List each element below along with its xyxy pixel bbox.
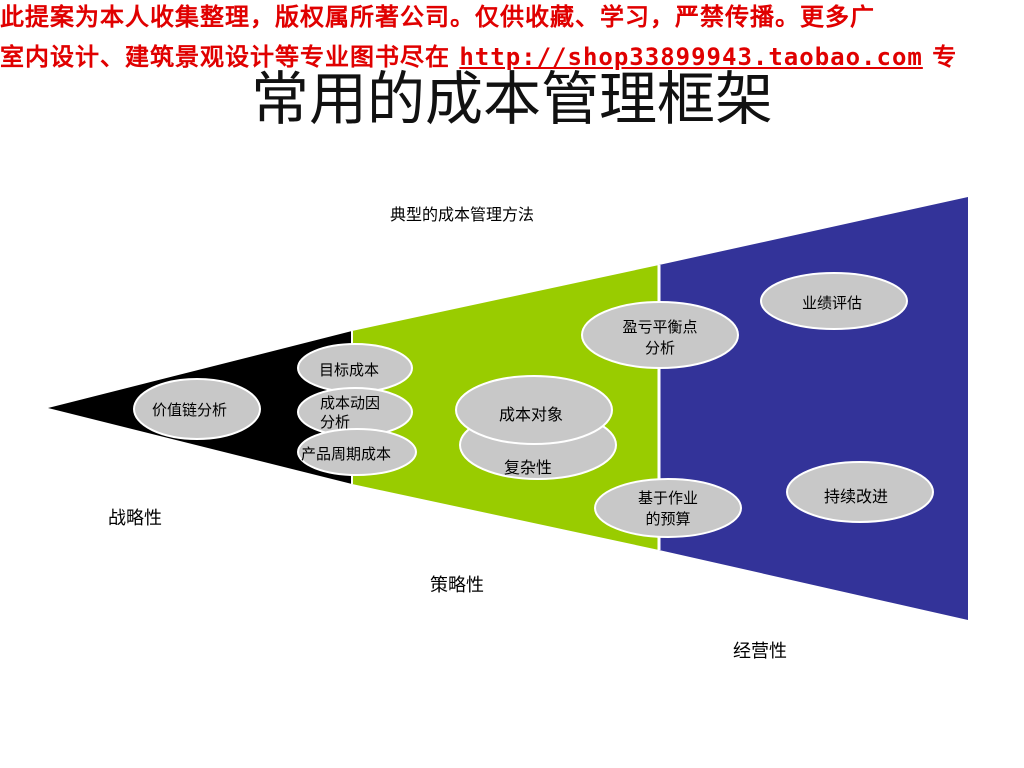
watermark-text-suffix: 专 <box>922 43 958 71</box>
method-cost-driver: 成本动因 分析 <box>320 394 381 431</box>
method-ellipses <box>133 272 934 538</box>
method-lifecycle-cost: 产品周期成本 <box>301 445 392 463</box>
page-title: 常用的成本管理框架 <box>250 65 773 133</box>
lifecycle-cost-ellipse <box>297 428 417 476</box>
section-strategic-label: 战略性 <box>108 508 162 529</box>
method-cost-object: 成本对象 <box>499 405 564 424</box>
breakeven-ellipse <box>581 301 739 369</box>
shop-link[interactable]: http://shop33899943.taobao.com <box>459 43 923 71</box>
watermark-text-line2: 室内设计、建筑景观设计等专业图书尽在 <box>0 43 460 71</box>
watermark-banner-bottom: 室内设计、建筑景观设计等专业图书尽在 http://shop33899943.t… <box>0 42 1024 72</box>
kaizen-ellipse <box>786 461 934 523</box>
section-tactical-label: 策略性 <box>430 575 484 596</box>
method-kaizen: 持续改进 <box>824 487 889 506</box>
abb-ellipse <box>594 478 742 538</box>
watermark-text-line1: 此提案为本人收集整理，版权属所著公司。仅供收藏、学习，严禁传播。更多广 <box>0 3 875 31</box>
watermark-banner-top: 此提案为本人收集整理，版权属所著公司。仅供收藏、学习，严禁传播。更多广 <box>0 2 1024 32</box>
method-breakeven: 盈亏平衡点 分析 <box>622 318 698 357</box>
section-operational-label: 经营性 <box>733 641 787 662</box>
method-performance: 业绩评估 <box>802 294 863 312</box>
performance-ellipse <box>760 272 908 330</box>
method-complexity: 复杂性 <box>504 458 553 477</box>
method-target-cost: 目标成本 <box>319 361 380 379</box>
cost-object-ellipse <box>455 375 613 445</box>
diagram-subtitle: 典型的成本管理方法 <box>390 205 535 224</box>
value-chain-ellipse <box>133 378 261 440</box>
operational-segment <box>659 197 968 620</box>
method-value-chain: 价值链分析 <box>152 401 228 419</box>
method-abb: 基于作业 的预算 <box>637 489 698 528</box>
